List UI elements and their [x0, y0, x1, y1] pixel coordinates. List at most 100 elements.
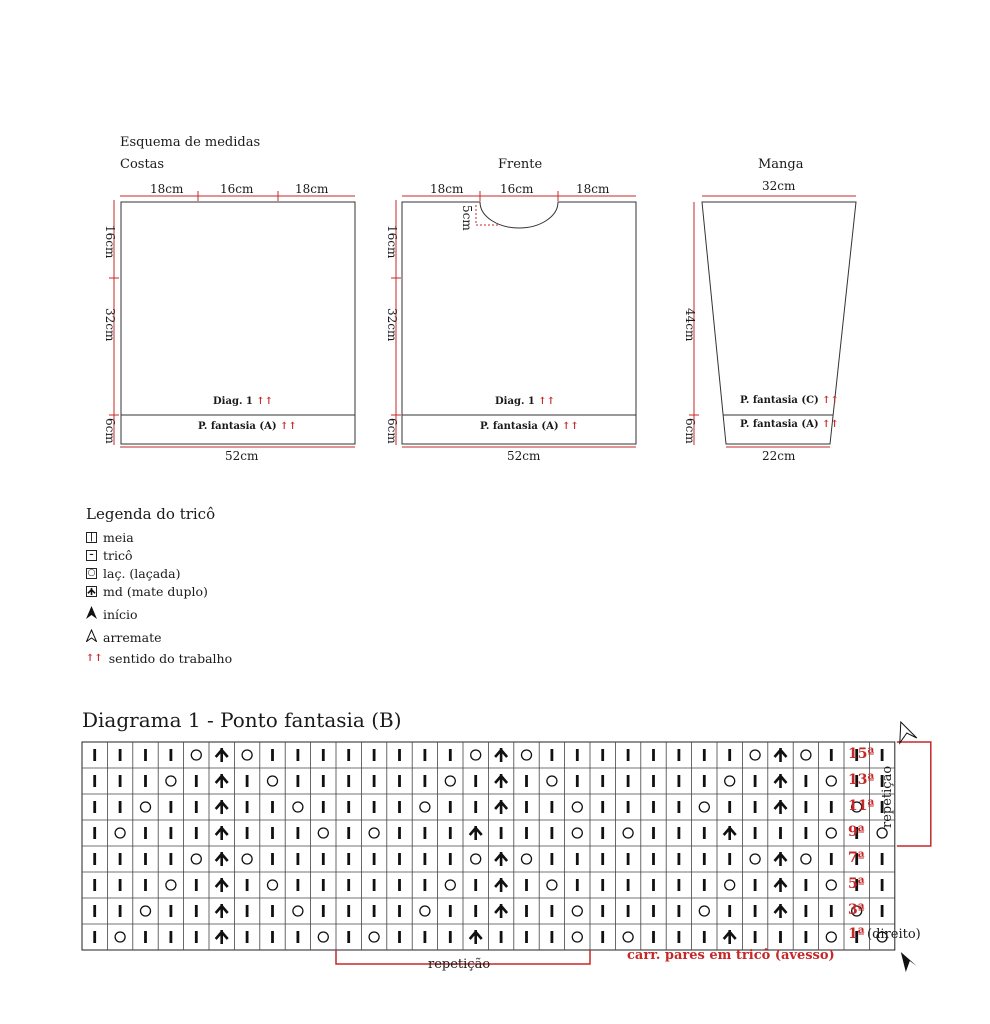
- manga-fantasia-c-label: P. fantasia (C) ↑↑: [740, 395, 840, 406]
- stitch-lacada: [165, 775, 177, 787]
- stitch-lacada: [292, 905, 304, 917]
- stitch-lacada: [571, 931, 583, 943]
- stitch-meia: [448, 905, 452, 917]
- stitch-meia: [118, 801, 122, 813]
- stitch-meia: [398, 879, 401, 891]
- stitch-meia: [804, 879, 808, 891]
- stitch-meia: [93, 775, 97, 787]
- chart-grid: [81, 741, 896, 951]
- stitch-meia: [652, 801, 655, 813]
- stitch-mate-duplo: [214, 826, 229, 840]
- stitch-meia: [728, 749, 732, 761]
- costas-left-2: 32cm: [103, 308, 117, 342]
- end-arrow-icon: [899, 720, 918, 745]
- stitch-meia: [321, 853, 325, 865]
- stitch-mate-duplo: [494, 748, 509, 762]
- stitch-lacada: [444, 879, 456, 891]
- frente-neck: 5cm: [460, 205, 474, 231]
- stitch-meia: [601, 749, 605, 761]
- stitch-meia: [448, 853, 452, 865]
- stitch-meia: [118, 775, 122, 787]
- stitch-meia: [550, 905, 554, 917]
- stitch-meia: [144, 931, 147, 943]
- stitch-lacada: [825, 879, 837, 891]
- stitch-meia: [118, 879, 122, 891]
- costas-fantasia-label: P. fantasia (A) ↑↑: [198, 421, 297, 432]
- manga-left-2: 6cm: [683, 418, 697, 444]
- stitch-meia: [601, 827, 605, 839]
- stitch-meia: [575, 749, 579, 761]
- costas-label: Costas: [120, 157, 165, 172]
- stitch-meia: [144, 853, 147, 865]
- stitch-lacada: [470, 853, 482, 865]
- stitch-meia: [194, 775, 198, 787]
- stitch-meia: [144, 827, 147, 839]
- stitch-lacada: [190, 853, 202, 865]
- legend-item-sentido: ↑↑sentido do trabalho: [86, 651, 233, 666]
- stitch-meia: [296, 879, 300, 891]
- schematic-drawing: [109, 191, 857, 448]
- stitch-mate-duplo: [722, 930, 737, 944]
- frente-left-1: 16cm: [385, 225, 399, 259]
- manga-label: Manga: [758, 157, 804, 172]
- stitch-meia: [448, 931, 452, 943]
- stitch-meia: [829, 749, 833, 761]
- stitch-meia: [499, 827, 503, 839]
- stitch-mate-duplo: [214, 904, 229, 918]
- stitch-meia: [271, 905, 274, 917]
- stitch-lacada: [419, 801, 431, 813]
- stitch-meia: [474, 775, 478, 787]
- stitch-meia: [423, 749, 427, 761]
- stitch-meia: [245, 879, 249, 891]
- stitch-meia: [753, 905, 757, 917]
- frente-top-1: 18cm: [430, 182, 464, 196]
- stitch-meia: [702, 775, 706, 787]
- stitch-mate-duplo: [468, 826, 483, 840]
- stitch-mate-duplo: [494, 800, 509, 814]
- stitch-meia: [347, 801, 351, 813]
- stitch-meia: [271, 749, 274, 761]
- stitch-meia: [448, 801, 452, 813]
- legend-item-lacada: ○laç. (laçada): [86, 566, 181, 581]
- stitch-lacada: [139, 905, 152, 917]
- stitch-meia: [525, 775, 528, 787]
- stitch-meia: [93, 827, 97, 839]
- stitch-meia: [169, 801, 173, 813]
- stitch-meia: [118, 905, 122, 917]
- stitch-meia: [677, 775, 681, 787]
- stitch-meia: [398, 775, 401, 787]
- legend-item-arremate: arremate: [85, 628, 162, 645]
- stitch-meia: [702, 749, 706, 761]
- repeat-side-label: repetição: [880, 765, 895, 828]
- stitch-lacada: [165, 879, 177, 891]
- meia-symbol-icon: |: [86, 532, 97, 543]
- stitch-lacada: [368, 931, 380, 943]
- costas-top-2: 16cm: [220, 182, 254, 196]
- legend-item-inicio: início: [86, 606, 138, 622]
- stitch-meia: [728, 801, 732, 813]
- stitch-meia: [753, 879, 757, 891]
- stitch-meia: [398, 749, 401, 761]
- stitch-meia: [804, 931, 808, 943]
- stitch-meia: [652, 931, 655, 943]
- stitch-lacada: [419, 905, 431, 917]
- stitch-meia: [296, 749, 300, 761]
- stitch-lacada: [266, 879, 279, 891]
- stitch-lacada: [444, 775, 456, 787]
- stitch-meia: [372, 905, 376, 917]
- row-label: 9ª: [848, 824, 865, 840]
- stitch-meia: [880, 749, 884, 761]
- stitch-mate-duplo: [773, 904, 788, 918]
- arremate-arrow-icon: [85, 628, 98, 645]
- stitch-meia: [702, 853, 706, 865]
- diagram-title: Diagrama 1 - Ponto fantasia (B): [82, 708, 402, 732]
- manga-fantasia-a-label: P. fantasia (A) ↑↑: [740, 419, 839, 430]
- stitch-meia: [93, 801, 97, 813]
- stitch-meia: [93, 931, 97, 943]
- stitch-meia: [601, 879, 605, 891]
- stitch-lacada: [749, 749, 761, 761]
- stitch-mate-duplo: [214, 774, 229, 788]
- stitch-meia: [296, 775, 300, 787]
- row-label: 15ª: [848, 746, 875, 762]
- stitch-lacada: [139, 801, 152, 813]
